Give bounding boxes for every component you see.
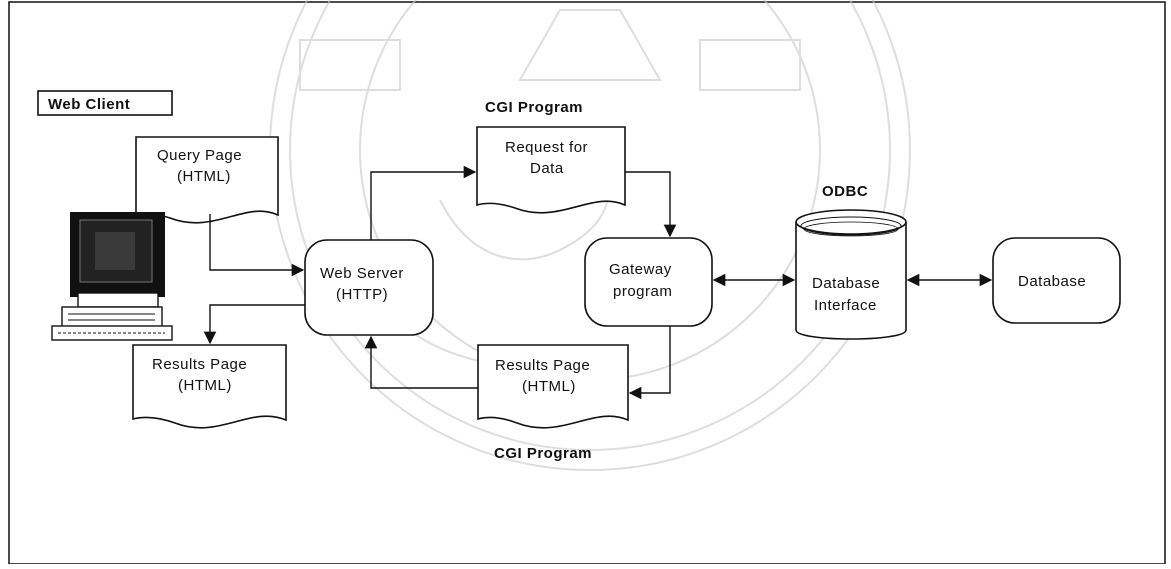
web-client-label-box [37, 90, 173, 116]
gateway-label-1: Gateway [609, 261, 672, 278]
odbc-label: ODBC [822, 183, 868, 200]
results-page-cgi-label-1: Results Page [495, 357, 590, 374]
query-page-node: Query Page (HTML) [135, 136, 279, 224]
request-for-data-node: Request for Data [476, 126, 626, 214]
edge-webserver-to-request [370, 165, 477, 240]
web-server-label-1: Web Server [320, 265, 404, 282]
database-interface-label-1: Database [812, 275, 880, 292]
query-page-label-1: Query Page [157, 147, 242, 164]
edge-query-to-webserver [209, 214, 305, 277]
database-interface-label-2: Interface [814, 297, 877, 314]
edges [203, 165, 993, 400]
edge-webserver-to-results-left [203, 304, 305, 345]
results-page-left-label-2: (HTML) [178, 377, 232, 394]
web-server-label-2: (HTTP) [336, 286, 388, 303]
query-page-label-2: (HTML) [177, 168, 231, 185]
cgi-program-top-label: CGI Program [485, 99, 583, 116]
request-for-data-label-1: Request for [505, 139, 588, 156]
database-label: Database [1018, 273, 1086, 290]
cgi-program-bottom-label: CGI Program [494, 445, 592, 462]
web-client-label: Web Client [48, 96, 130, 113]
database-node: Database [992, 237, 1121, 324]
gateway-label-2: program [613, 283, 672, 300]
results-page-left-label-1: Results Page [152, 356, 247, 373]
database-interface-node: Database Interface [795, 209, 907, 340]
edge-gateway-to-results-cgi [628, 326, 671, 400]
computer-icon [51, 212, 173, 341]
results-page-cgi-label-2: (HTML) [522, 378, 576, 395]
results-page-cgi-node: Results Page (HTML) [477, 344, 629, 429]
gateway-node: Gateway program [584, 237, 713, 327]
results-page-left-node: Results Page (HTML) [132, 344, 287, 429]
request-for-data-label-2: Data [530, 160, 564, 177]
edge-results-cgi-to-webserver [364, 335, 478, 389]
web-server-node: Web Server (HTTP) [304, 239, 434, 336]
edge-request-to-gateway [625, 171, 677, 238]
